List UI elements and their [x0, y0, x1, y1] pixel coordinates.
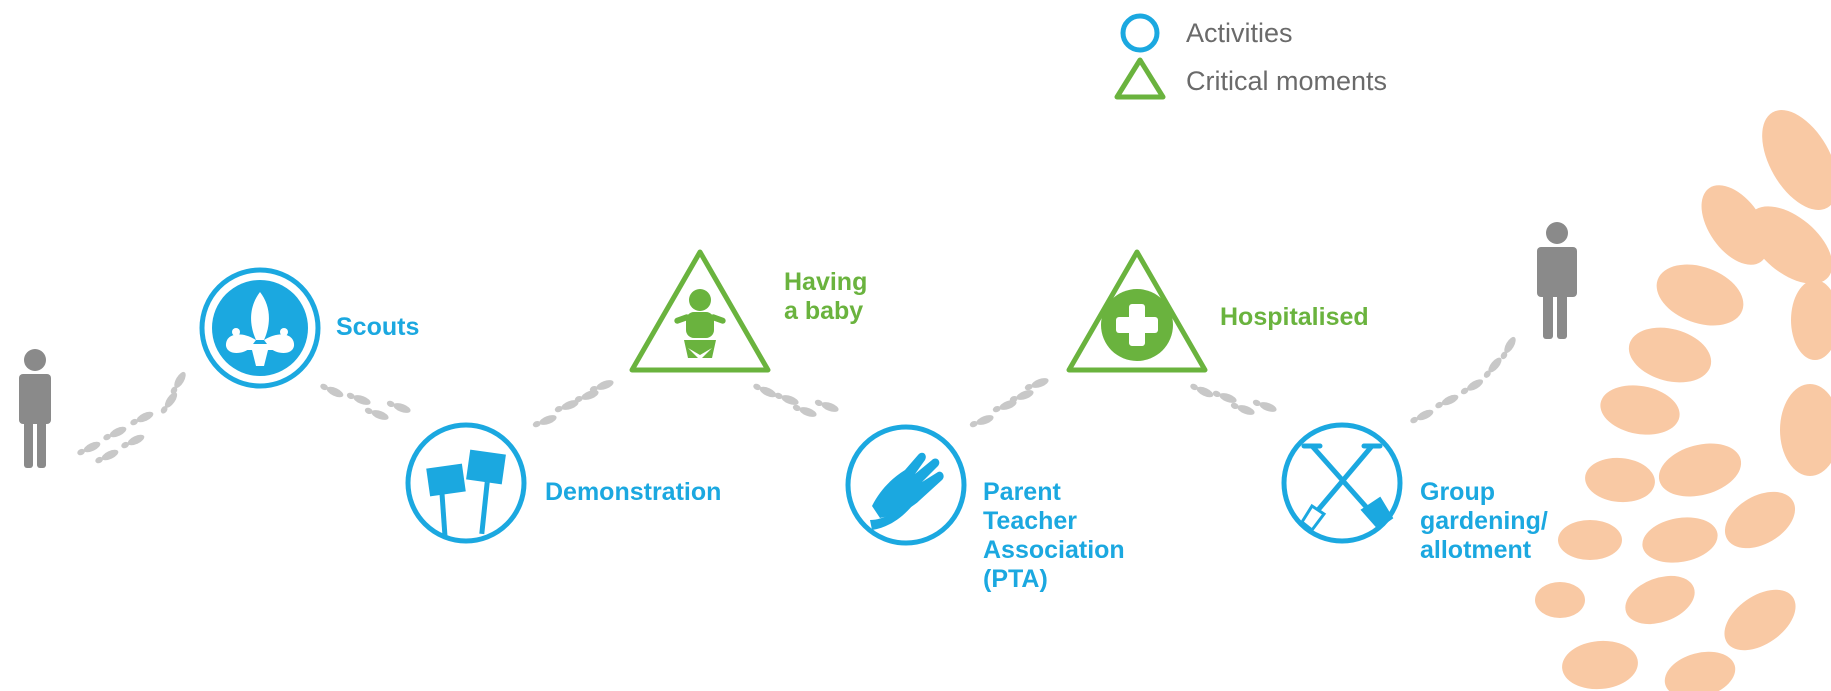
group-gardening-label: Group gardening/ allotment — [1420, 478, 1548, 564]
start-person-icon — [19, 349, 51, 468]
legend-critical-triangle-icon — [1114, 57, 1166, 100]
pta-label: Parent Teacher Association (PTA) — [983, 478, 1125, 593]
having-a-baby-label: Having a baby — [784, 268, 868, 325]
pta-activity-icon — [845, 424, 967, 546]
demonstration-label: Demonstration — [545, 478, 722, 506]
garden-tools-icon — [1300, 443, 1394, 533]
legend-critical-moments-label: Critical moments — [1186, 66, 1388, 96]
medical-cross-icon — [1116, 304, 1158, 346]
baby-icon — [674, 289, 726, 360]
scouts-label: Scouts — [336, 313, 420, 341]
gardening-activity-icon — [1281, 422, 1403, 544]
having-a-baby-critical-icon — [629, 249, 771, 373]
placards-icon — [426, 449, 506, 537]
scouts-activity-icon — [199, 267, 321, 389]
end-person-icon — [1537, 222, 1577, 339]
legend-activity-circle-icon — [1120, 13, 1160, 53]
hospitalised-label: Hospitalised — [1220, 303, 1369, 331]
demonstration-activity-icon — [405, 422, 527, 544]
fleur-de-lis-icon — [225, 292, 295, 366]
decorative-petals — [1535, 110, 1831, 691]
legend-activities-label: Activities — [1186, 18, 1293, 48]
hospitalised-critical-icon — [1066, 249, 1208, 373]
helping-hands-icon — [870, 452, 944, 530]
